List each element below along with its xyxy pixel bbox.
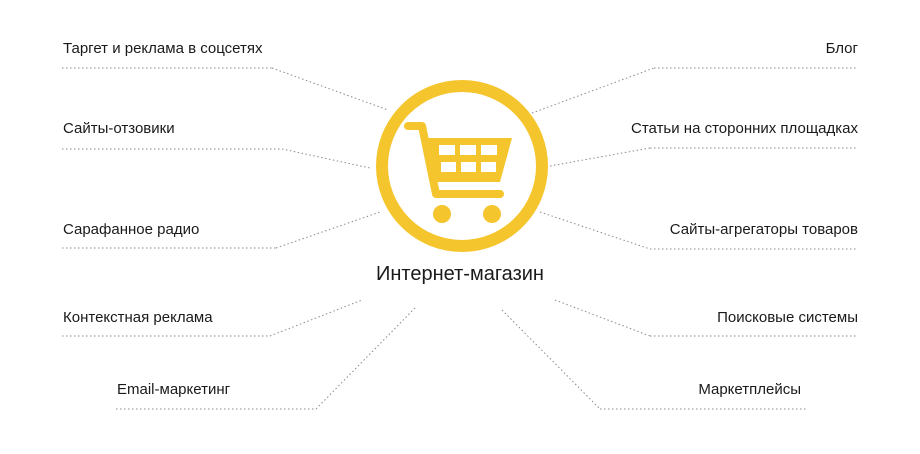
right-connector-1	[531, 67, 655, 114]
left-item-5: Email-маркетинг	[117, 381, 231, 398]
left-connector-3	[275, 211, 381, 249]
left-connector-1	[271, 67, 389, 111]
shopping-cart-icon	[376, 80, 548, 252]
left-item-2: Сайты-отзовики	[63, 120, 175, 137]
left-item-3: Сарафанное радио	[63, 221, 200, 238]
right-item-3: Сайты-агрегаторы товаров	[669, 221, 858, 238]
right-item-5: Маркетплейсы	[698, 381, 801, 398]
right-item-1: Блог	[825, 40, 858, 57]
left-connector-5	[315, 307, 416, 410]
center-title: Интернет-магазин	[376, 263, 544, 285]
left-item-1: Таргет и реклама в соцсетях	[63, 40, 263, 57]
left-connector-2	[281, 148, 371, 169]
left-connector-4	[269, 299, 363, 337]
right-connector-2	[549, 147, 651, 167]
left-item-4: Контекстная реклама	[63, 309, 213, 326]
right-item-2: Статьи на сторонних площадках	[631, 120, 858, 137]
right-connector-3	[539, 211, 651, 250]
right-item-4: Поисковые системы	[717, 309, 858, 326]
right-connector-4	[554, 299, 651, 337]
right-connector-5	[501, 309, 601, 410]
